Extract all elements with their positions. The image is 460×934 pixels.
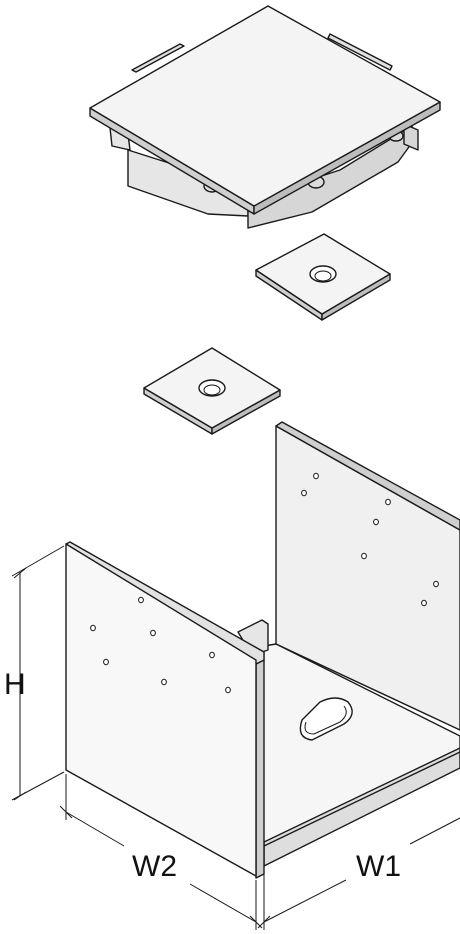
cap-plate-assembly bbox=[89, 5, 441, 229]
washer-lower-hole-inner bbox=[203, 384, 221, 396]
bolt-hole bbox=[138, 596, 144, 604]
bolt-hole bbox=[361, 552, 367, 560]
bolt-hole bbox=[225, 686, 231, 694]
dim-w2-line-a bbox=[65, 811, 125, 847]
bolt-hole bbox=[103, 658, 109, 666]
dim-w2-tick-left bbox=[59, 805, 73, 819]
bolt-hole bbox=[90, 624, 96, 632]
bracket-floor-slot-inner bbox=[304, 705, 347, 735]
dim-w1-line-a bbox=[263, 879, 347, 923]
dim-w2-line-b bbox=[189, 883, 257, 923]
cap-box-right-tab bbox=[403, 123, 419, 151]
bracket-floor-front-line bbox=[263, 751, 460, 847]
bolt-hole bbox=[150, 629, 156, 637]
dim-label-w2: W2 bbox=[132, 850, 177, 883]
bolt-hole bbox=[373, 518, 379, 526]
washer-upper-hole-inner bbox=[314, 270, 332, 282]
bracket-floor-slot bbox=[299, 697, 353, 741]
u-bracket-base bbox=[65, 421, 460, 879]
bolt-hole bbox=[385, 498, 391, 506]
square-washer-lower bbox=[143, 347, 281, 435]
cap-box-right-face bbox=[247, 125, 415, 229]
bolt-hole bbox=[313, 472, 319, 480]
cap-plate-back-tab-left bbox=[131, 43, 185, 73]
cap-plate-top bbox=[89, 5, 441, 207]
bracket-back-plate-edge bbox=[275, 421, 460, 531]
dim-label-height: H bbox=[4, 668, 26, 701]
dim-w1-line-b bbox=[409, 817, 460, 845]
bolt-hole bbox=[421, 599, 427, 607]
square-washer-upper bbox=[255, 233, 391, 321]
bracket-front-plate-edge bbox=[255, 659, 265, 879]
bracket-back-plate-holes bbox=[301, 472, 439, 607]
dim-h-tick-bottom bbox=[13, 791, 27, 801]
dimension-lines bbox=[11, 545, 460, 930]
bracket-front-plate-holes bbox=[90, 596, 231, 694]
bolt-hole bbox=[433, 580, 439, 588]
cap-plate-back-tab-right bbox=[327, 33, 393, 71]
bracket-front-plate bbox=[65, 543, 257, 877]
bolt-hole bbox=[161, 678, 167, 686]
dim-label-w1: W1 bbox=[356, 850, 401, 883]
dim-h-ext-top bbox=[11, 545, 65, 577]
bolt-hole bbox=[301, 489, 307, 497]
bolt-hole bbox=[209, 651, 215, 659]
dim-w1-tick-left bbox=[257, 915, 271, 929]
dim-h-tick-top bbox=[13, 567, 27, 579]
